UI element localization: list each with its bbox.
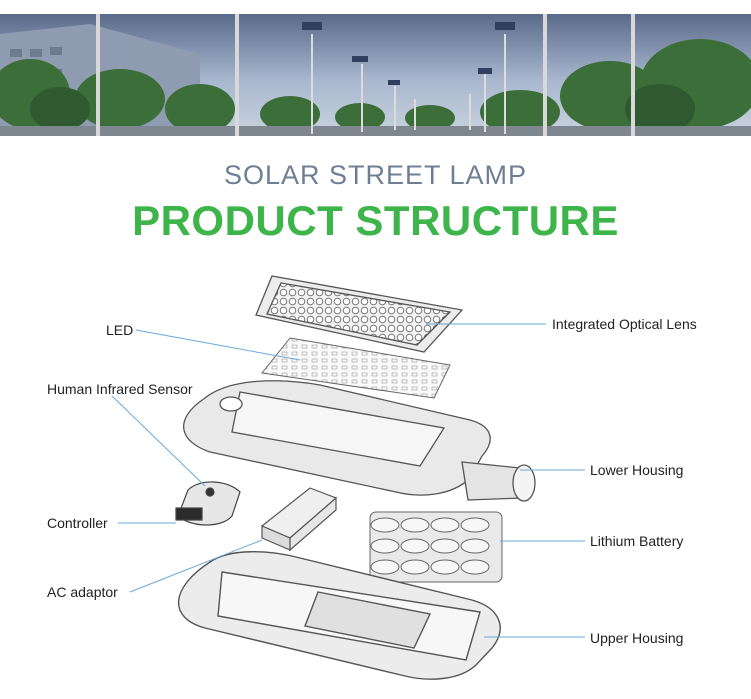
leader-lines [111, 323, 585, 638]
label-human-infrared-sensor: Human Infrared Sensor [47, 381, 193, 397]
label-integrated-optical-lens: Integrated Optical Lens [552, 316, 697, 332]
led-board-part [261, 337, 451, 399]
ac-adaptor-part [260, 487, 338, 552]
leader-line-sensor [111, 395, 206, 487]
subtitle: SOLAR STREET LAMP [223, 160, 528, 190]
banner-street-scene [0, 14, 751, 136]
label-lithium-battery: Lithium Battery [590, 533, 684, 549]
lower-housing-part [183, 380, 536, 502]
label-upper-housing: Upper Housing [590, 630, 684, 646]
leader-line-ac-adaptor [129, 539, 263, 593]
upper-housing-part [177, 551, 501, 680]
banner-scene-graphic [0, 14, 751, 136]
label-led: LED [106, 322, 134, 338]
controller-part [175, 481, 241, 526]
leader-line-led [135, 329, 301, 361]
label-lower-housing: Lower Housing [590, 462, 684, 478]
optical-lens-part [255, 275, 464, 353]
page-title: PRODUCT STRUCTURE [132, 197, 619, 244]
label-ac-adaptor: AC adaptor [47, 584, 118, 600]
battery-pack-part [369, 511, 503, 583]
label-controller: Controller [47, 515, 108, 531]
